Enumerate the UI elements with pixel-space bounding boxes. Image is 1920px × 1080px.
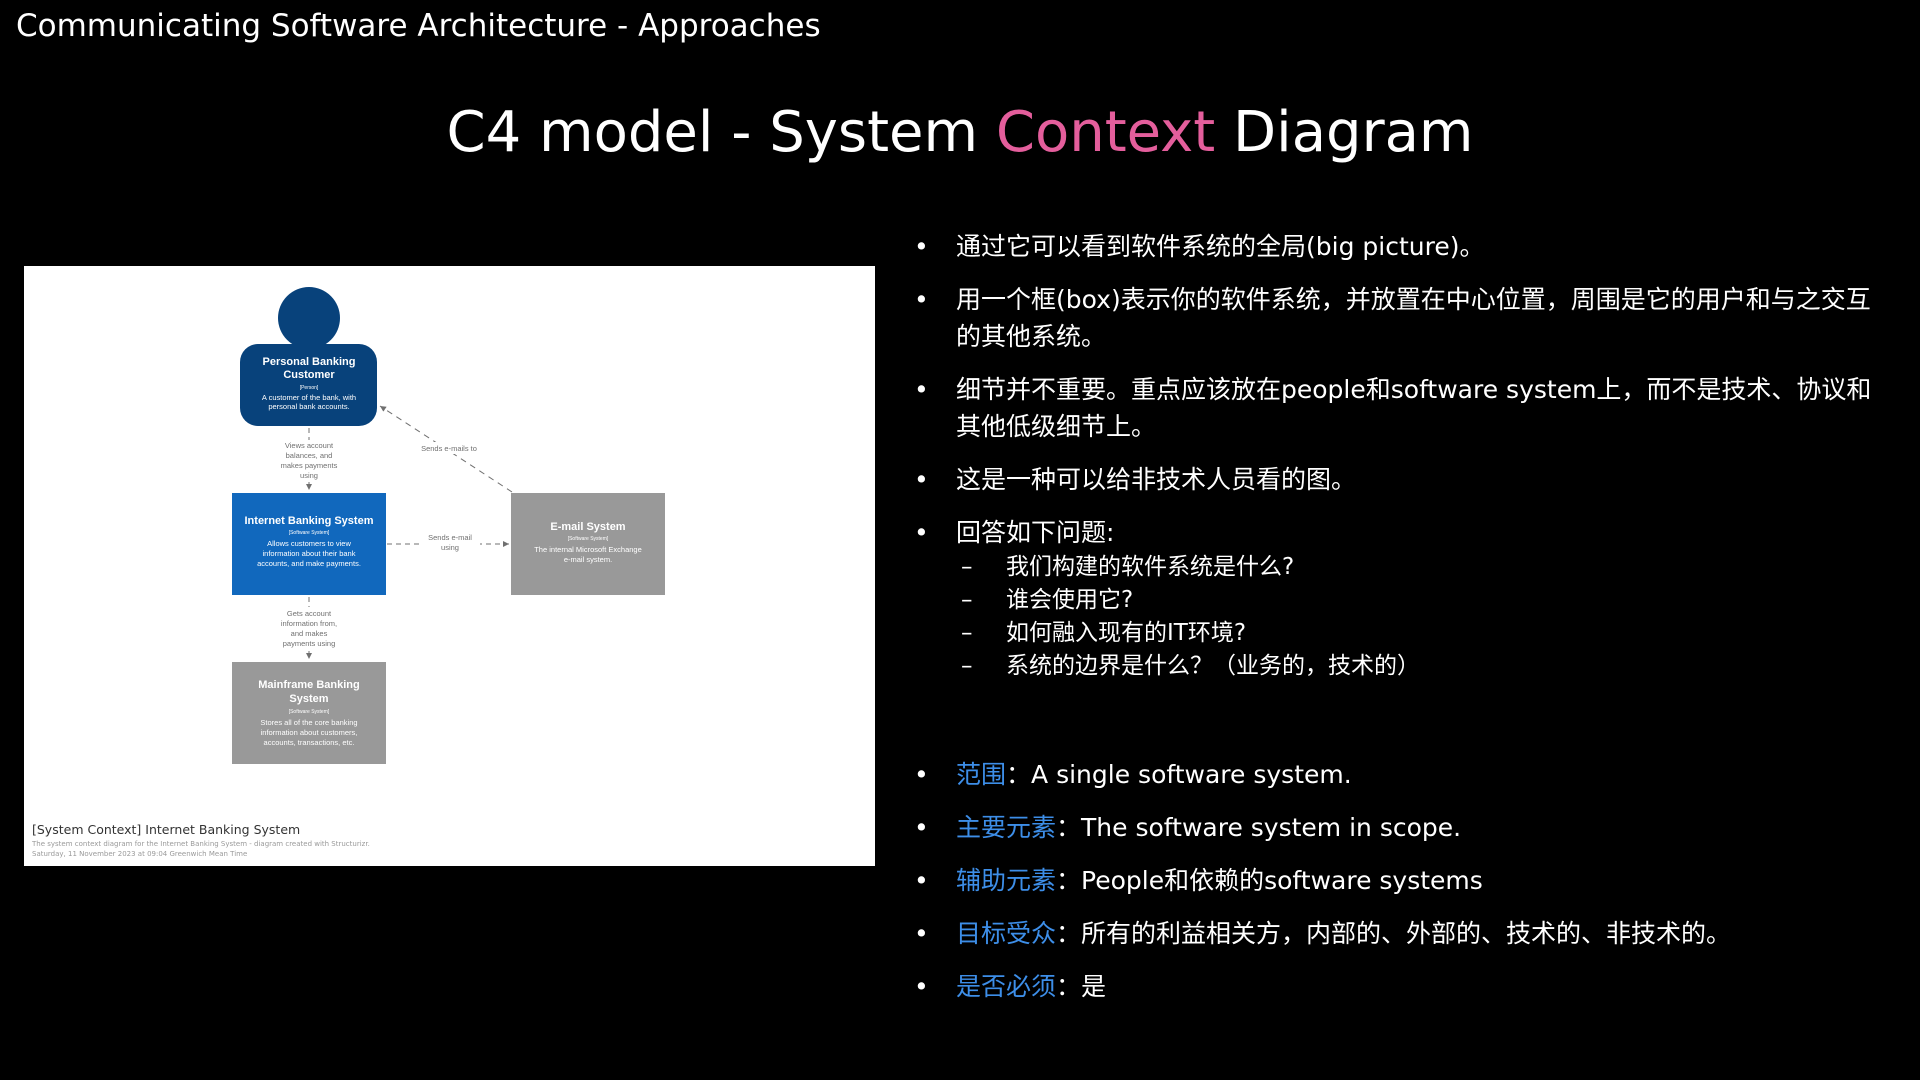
attribute-key: 是否必须 bbox=[956, 972, 1057, 1001]
title-pre: C4 model - System bbox=[446, 100, 996, 165]
slide-header: Communicating Software Architecture - Ap… bbox=[16, 8, 821, 44]
attribute-key: 范围 bbox=[956, 760, 1007, 789]
ibs-desc2: information about their bank bbox=[263, 549, 356, 558]
attribute-key: 目标受众 bbox=[956, 919, 1057, 948]
attribute-key: 辅助元素 bbox=[956, 866, 1057, 895]
bullet-item: •用一个框(box)表示你的软件系统，并放置在中心位置，周围是它的用户和与之交互… bbox=[914, 285, 1871, 351]
bullet-item: •回答如下问题: –我们构建的软件系统是什么? –谁会使用它? –如何融入现有的… bbox=[910, 514, 1895, 683]
question-item: –如何融入现有的IT环境? bbox=[961, 620, 1247, 646]
mainframe-type: [Software System] bbox=[289, 709, 330, 715]
person-desc1: A customer of the bank, with bbox=[262, 393, 356, 402]
email-system-box: E-mail System [Software System] The inte… bbox=[511, 493, 665, 595]
description-list: •通过它可以看到软件系统的全局(big picture)。 •用一个框(box)… bbox=[910, 228, 1895, 683]
system-context-diagram: Personal Banking Customer [Person] A cus… bbox=[24, 266, 875, 866]
person-name2: Customer bbox=[283, 369, 335, 381]
rel-views-2: balances, and bbox=[286, 451, 333, 460]
diagram-canvas: Personal Banking Customer [Person] A cus… bbox=[232, 287, 665, 764]
person-name1: Personal Banking bbox=[263, 356, 356, 368]
person-head-icon bbox=[278, 287, 340, 349]
person-customer: Personal Banking Customer [Person] A cus… bbox=[240, 287, 377, 426]
email-type: [Software System] bbox=[568, 536, 609, 542]
person-type: [Person] bbox=[300, 385, 319, 391]
ibs-name: Internet Banking System bbox=[245, 515, 374, 527]
diagram-footer-title: [System Context] Internet Banking System bbox=[32, 822, 301, 837]
email-desc1: The internal Microsoft Exchange bbox=[534, 545, 642, 554]
person-body bbox=[240, 344, 377, 426]
attribute-supporting-elements: •辅助元素：People和依赖的software systems bbox=[914, 866, 1483, 895]
rel-gets-2: information from, bbox=[281, 619, 337, 628]
rel-views-account: Views account balances, and makes paymen… bbox=[276, 428, 342, 490]
email-desc2: e-mail system. bbox=[564, 555, 612, 564]
attribute-list: •范围：A single software system. •主要元素：The … bbox=[910, 756, 1895, 1021]
attribute-value: The software system in scope. bbox=[1081, 813, 1462, 842]
rel-views-3: makes payments bbox=[281, 461, 338, 470]
slide-title: C4 model - System Context Diagram bbox=[0, 100, 1920, 165]
attribute-primary-elements: •主要元素：The software system in scope. bbox=[914, 813, 1462, 842]
attribute-scope: •范围：A single software system. bbox=[914, 760, 1352, 789]
attribute-value: People和依赖的software systems bbox=[1081, 866, 1483, 895]
diagram-footer-date: Saturday, 11 November 2023 at 09:04 Gree… bbox=[32, 850, 248, 858]
rel-sends-email-using: Sends e-mail using bbox=[387, 532, 509, 554]
attribute-value: 所有的利益相关方，内部的、外部的、技术的、非技术的。 bbox=[1081, 919, 1732, 948]
rel-sends-using-2: using bbox=[441, 543, 459, 552]
rel-gets-1: Gets account bbox=[287, 609, 332, 618]
attribute-audience: •目标受众：所有的利益相关方，内部的、外部的、技术的、非技术的。 bbox=[914, 919, 1732, 948]
rel-gets-account-info: Gets account information from, and makes… bbox=[272, 597, 346, 659]
rel-sends-emails-to: Sends e-mails to bbox=[379, 405, 513, 493]
diagram-footer-subtitle: The system context diagram for the Inter… bbox=[32, 840, 370, 848]
internet-banking-system-box: Internet Banking System [Software System… bbox=[232, 493, 386, 595]
person-desc2: personal bank accounts. bbox=[268, 402, 349, 411]
bullet-item: •细节并不重要。重点应该放在people和software system上，而不… bbox=[914, 375, 1872, 441]
title-post: Diagram bbox=[1215, 100, 1474, 165]
ibs-desc1: Allows customers to view bbox=[267, 539, 351, 548]
title-accent: Context bbox=[995, 100, 1216, 165]
question-item: –谁会使用它? bbox=[961, 587, 1134, 613]
attribute-key: 主要元素 bbox=[956, 813, 1057, 842]
rel-gets-3: and makes bbox=[291, 629, 328, 638]
ibs-desc3: accounts, and make payments. bbox=[257, 559, 361, 568]
rel-views-4: using bbox=[300, 471, 318, 480]
mainframe-desc2: information about customers, bbox=[261, 728, 358, 737]
question-item: –系统的边界是什么？（业务的，技术的） bbox=[961, 653, 1420, 679]
mainframe-desc3: accounts, transactions, etc. bbox=[264, 738, 355, 747]
rel-gets-4: payments using bbox=[283, 639, 336, 648]
ibs-type: [Software System] bbox=[289, 530, 330, 536]
attribute-required: •是否必须：是 bbox=[914, 972, 1107, 1001]
attribute-value: 是 bbox=[1081, 972, 1107, 1001]
rel-views-1: Views account bbox=[285, 441, 334, 450]
rel-sends-using-1: Sends e-mail bbox=[428, 533, 472, 542]
mainframe-system-box: Mainframe Banking System [Software Syste… bbox=[232, 662, 386, 764]
question-list: –我们构建的软件系统是什么? –谁会使用它? –如何融入现有的IT环境? –系统… bbox=[910, 551, 1895, 683]
question-item: –我们构建的软件系统是什么? bbox=[961, 554, 1295, 580]
email-name: E-mail System bbox=[550, 521, 625, 533]
attribute-value: A single software system. bbox=[1031, 760, 1352, 789]
mainframe-name1: Mainframe Banking bbox=[258, 679, 359, 691]
mainframe-name2: System bbox=[289, 693, 328, 705]
rel-sends-emails-label: Sends e-mails to bbox=[421, 444, 477, 453]
bullet-item: •通过它可以看到软件系统的全局(big picture)。 bbox=[914, 232, 1485, 261]
mainframe-desc1: Stores all of the core banking bbox=[260, 718, 357, 727]
bullet-item: •这是一种可以给非技术人员看的图。 bbox=[914, 465, 1357, 494]
